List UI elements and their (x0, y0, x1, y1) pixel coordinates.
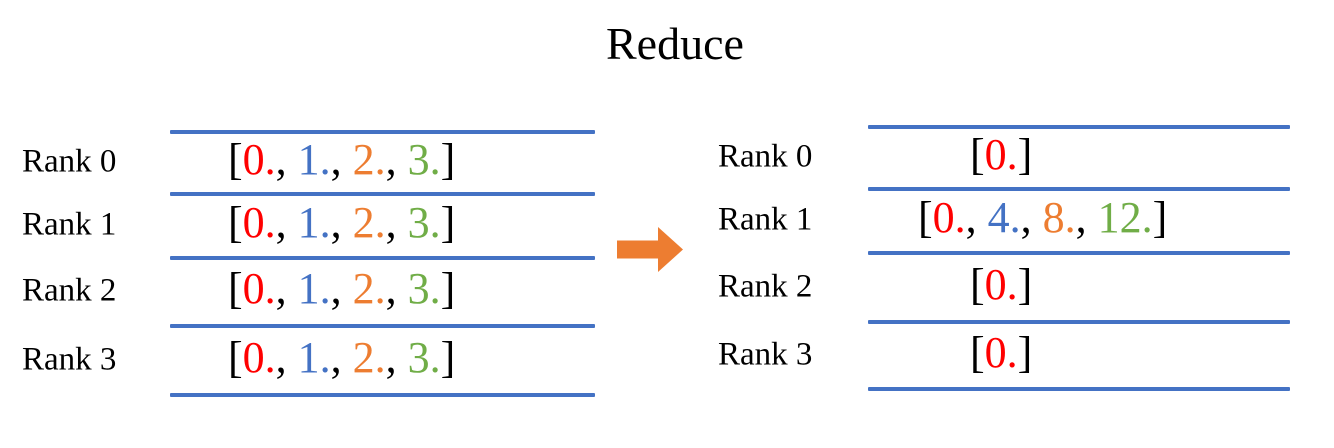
vector-element: 0. (242, 135, 276, 185)
vector-element: 8. (1042, 193, 1076, 243)
comma-separator: , (330, 264, 353, 314)
vector-element: 2. (352, 198, 386, 248)
rank-label: Rank 0 (718, 138, 813, 175)
row-divider-line (170, 256, 595, 260)
tensor-value: [0., 1., 2., 3.] (228, 332, 456, 382)
comma-separator: , (330, 135, 353, 185)
comma-separator: , (330, 198, 353, 248)
bracket-close: ] (440, 332, 456, 382)
vector-element: 1. (297, 264, 331, 314)
comma-separator: , (330, 332, 353, 382)
rank-label: Rank 3 (718, 336, 813, 372)
vector-element: 3. (407, 264, 441, 314)
vector-element: 3. (407, 135, 441, 185)
bracket-open: [ (228, 332, 243, 382)
comma-separator: , (385, 135, 408, 185)
vector-element: 12. (1097, 193, 1153, 243)
tensor-value: [0.] (970, 327, 1033, 377)
row-divider-line (170, 393, 595, 397)
bracket-close: ] (1017, 130, 1033, 180)
vector-element: 2. (352, 135, 386, 185)
tensor-value: [0.] (970, 133, 1032, 177)
bracket-open: [ (228, 198, 243, 248)
comma-separator: , (275, 264, 298, 314)
tensor-value: [0., 4., 8., 12.] (918, 196, 1167, 240)
arrow-shaft (617, 240, 658, 259)
comma-separator: , (385, 264, 408, 314)
vector-element: 0. (984, 259, 1018, 309)
vector-element: 0. (242, 332, 276, 382)
rank-label: Rank 2 (718, 268, 813, 304)
bracket-close: ] (1017, 327, 1033, 377)
row-divider-line (170, 192, 595, 196)
rank-label: Rank 2 (22, 272, 117, 309)
comma-separator: , (1020, 193, 1043, 243)
rank-label: Rank 1 (718, 201, 813, 238)
bracket-close: ] (440, 198, 456, 248)
bracket-close: ] (440, 264, 456, 314)
comma-separator: , (275, 332, 298, 382)
vector-element: 1. (297, 198, 331, 248)
bracket-open: [ (970, 259, 985, 309)
comma-separator: , (965, 193, 988, 243)
vector-element: 4. (987, 193, 1021, 243)
row-divider-line (868, 251, 1290, 255)
row-divider-line (170, 324, 595, 328)
vector-element: 0. (984, 130, 1018, 180)
comma-separator: , (275, 198, 298, 248)
row-divider-line (868, 320, 1290, 324)
comma-separator: , (1075, 193, 1098, 243)
vector-element: 3. (407, 198, 441, 248)
vector-element: 2. (352, 264, 386, 314)
diagram-title: Reduce (606, 18, 744, 69)
rank-label: Rank 0 (22, 143, 117, 180)
arrow-head (658, 227, 683, 272)
vector-element: 2. (352, 332, 386, 382)
row-divider-line (868, 125, 1290, 129)
comma-separator: , (385, 198, 408, 248)
tensor-value: [0., 1., 2., 3.] (228, 267, 455, 311)
vector-element: 3. (407, 332, 441, 382)
reduce-arrow-icon (617, 227, 683, 272)
vector-element: 0. (984, 327, 1018, 377)
vector-element: 1. (297, 332, 331, 382)
vector-element: 0. (242, 198, 276, 248)
rank-label: Rank 1 (22, 206, 117, 243)
bracket-close: ] (1152, 193, 1168, 243)
bracket-open: [ (228, 135, 243, 185)
bracket-close: ] (440, 135, 456, 185)
row-divider-line (170, 130, 595, 134)
row-divider-line (868, 387, 1290, 391)
bracket-close: ] (1017, 259, 1033, 309)
tensor-value: [0.] (970, 259, 1033, 309)
vector-element: 0. (932, 193, 966, 243)
vector-element: 0. (242, 264, 276, 314)
comma-separator: , (275, 135, 298, 185)
bracket-open: [ (970, 130, 985, 180)
rank-label: Rank 3 (22, 341, 117, 377)
bracket-open: [ (918, 193, 933, 243)
bracket-open: [ (228, 264, 243, 314)
tensor-value: [0., 1., 2., 3.] (228, 138, 455, 182)
tensor-value: [0., 1., 2., 3.] (228, 201, 455, 245)
comma-separator: , (385, 332, 408, 382)
vector-element: 1. (297, 135, 331, 185)
row-divider-line (868, 187, 1290, 191)
bracket-open: [ (970, 327, 985, 377)
